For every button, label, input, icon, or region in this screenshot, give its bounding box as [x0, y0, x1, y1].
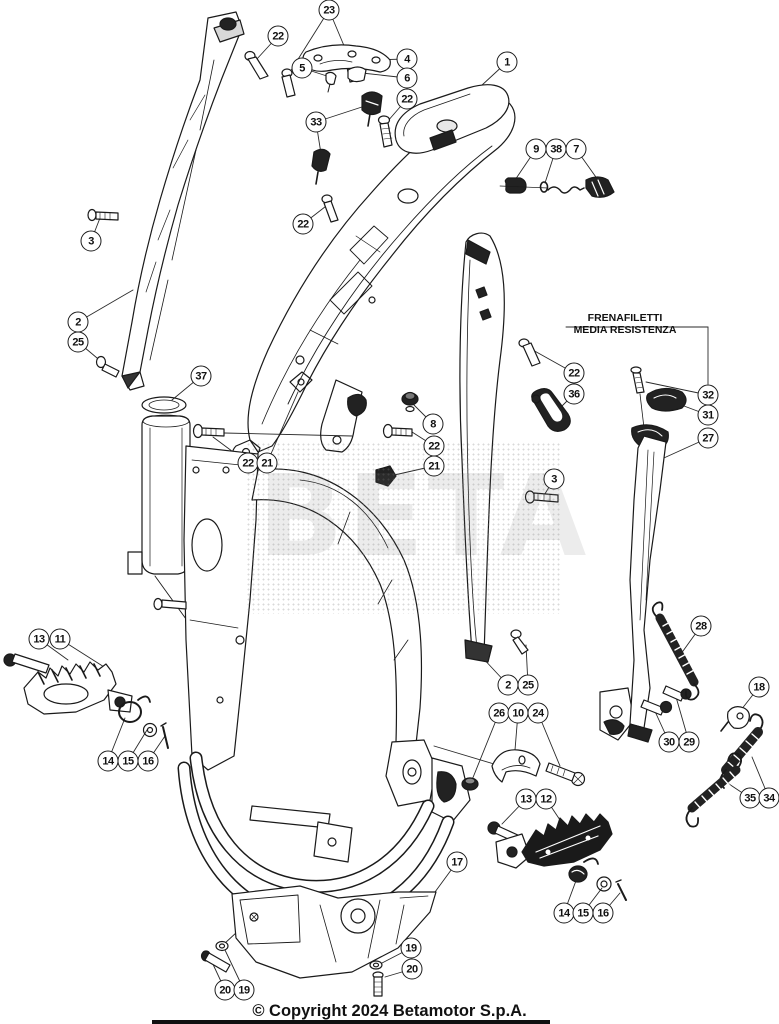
callout-17: 17 — [446, 851, 468, 873]
callout-36: 36 — [563, 383, 585, 405]
callout-28: 28 — [690, 615, 712, 637]
callout-37: 37 — [190, 365, 212, 387]
callout-3: 3 — [543, 468, 565, 490]
part-main-frame — [153, 445, 635, 927]
callout-20: 20 — [214, 979, 236, 1001]
callout-3: 3 — [80, 230, 102, 252]
callout-12: 12 — [535, 788, 557, 810]
watermark-text: BETA — [258, 452, 591, 582]
part-rear-subframe — [192, 84, 516, 487]
part-right-rail — [459, 232, 529, 663]
callout-13: 13 — [28, 628, 50, 650]
callout-13: 13 — [515, 788, 537, 810]
watermark-halftone — [246, 442, 562, 614]
callout-21: 21 — [423, 455, 445, 477]
callout-7: 7 — [565, 138, 587, 160]
callout-24: 24 — [527, 702, 549, 724]
callout-21: 21 — [256, 452, 278, 474]
part-left-rail — [121, 11, 245, 391]
callout-14: 14 — [553, 902, 575, 924]
bottom-edge-bar — [152, 1020, 550, 1024]
callout-19: 19 — [233, 979, 255, 1001]
callout-35: 35 — [739, 787, 761, 809]
callout-1: 1 — [496, 51, 518, 73]
callout-5: 5 — [291, 57, 313, 79]
callout-14: 14 — [97, 750, 119, 772]
note-line2: MEDIA RESISTENZA — [573, 323, 677, 336]
callout-26: 26 — [488, 702, 510, 724]
callout-34: 34 — [758, 787, 779, 809]
callout-6: 6 — [396, 67, 418, 89]
callout-25: 25 — [517, 674, 539, 696]
thread-lock-note: FRENAFILETTI MEDIA RESISTENZA — [566, 312, 684, 336]
callout-16: 16 — [137, 750, 159, 772]
callout-22: 22 — [563, 362, 585, 384]
callout-31: 31 — [697, 404, 719, 426]
top-hardware — [87, 44, 615, 504]
callout-2: 2 — [497, 674, 519, 696]
callout-33: 33 — [305, 111, 327, 133]
callout-18: 18 — [748, 676, 770, 698]
callout-15: 15 — [572, 902, 594, 924]
callout-20: 20 — [401, 958, 423, 980]
callout-9: 9 — [525, 138, 547, 160]
callout-27: 27 — [697, 427, 719, 449]
part-side-stand — [627, 366, 764, 828]
callout-2: 2 — [67, 311, 89, 333]
callout-22: 22 — [292, 213, 314, 235]
part-oring-reservoir — [127, 396, 231, 681]
part-footpeg-bracket — [461, 749, 586, 791]
note-line1: FRENAFILETTI — [587, 312, 663, 324]
callout-16: 16 — [592, 902, 614, 924]
part-left-footpeg — [3, 653, 169, 749]
callout-8: 8 — [422, 413, 444, 435]
callout-4: 4 — [396, 48, 418, 70]
part-skid-plate — [200, 885, 437, 997]
part-right-footpeg — [487, 813, 627, 901]
callout-25: 25 — [67, 331, 89, 353]
callout-32: 32 — [697, 384, 719, 406]
callout-19: 19 — [400, 937, 422, 959]
callout-38: 38 — [545, 138, 567, 160]
callout-22: 22 — [267, 25, 289, 47]
callout-11: 11 — [49, 628, 71, 650]
callout-22: 22 — [237, 452, 259, 474]
callout-29: 29 — [678, 731, 700, 753]
callout-22: 22 — [396, 88, 418, 110]
copyright-text: © Copyright 2024 Betamotor S.p.A. — [252, 1002, 527, 1020]
callout-22: 22 — [423, 435, 445, 457]
callout-15: 15 — [117, 750, 139, 772]
callout-23: 23 — [318, 0, 340, 21]
callout-30: 30 — [658, 731, 680, 753]
callout-10: 10 — [507, 702, 529, 724]
